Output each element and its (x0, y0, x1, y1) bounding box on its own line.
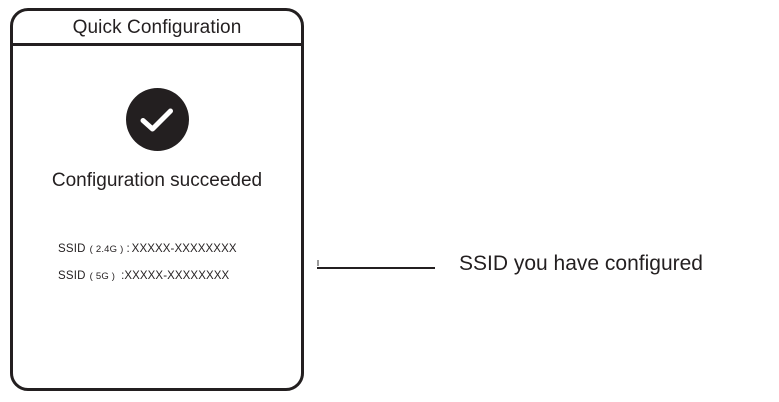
ssid-label: SSID (58, 243, 86, 255)
page-title: Quick Configuration (72, 16, 242, 38)
panel-body: Configuration succeeded SSID ( 2.4G ) : … (13, 46, 301, 388)
ssid-value-5g: XXXXX-XXXXXXXX (124, 269, 230, 282)
ssid-band-5g: ( 5G ) (89, 270, 116, 282)
ssid-separator: : (121, 269, 125, 282)
callout-label: SSID you have configured (459, 252, 703, 275)
callout-leader-tick (317, 260, 319, 266)
status-message: Configuration succeeded (51, 170, 263, 191)
status-icon-wrap (13, 88, 301, 151)
check-circle-icon (125, 88, 189, 151)
ssid-value-24g: XXXXX-XXXXXXXX (131, 243, 237, 255)
ssid-label: SSID (58, 269, 86, 282)
ssid-row-24g: SSID ( 2.4G ) : XXXXX-XXXXXXXX (58, 243, 291, 256)
quick-configuration-panel: Quick Configuration Configuration succee… (10, 8, 304, 391)
ssid-separator: : (126, 243, 130, 255)
ssid-row-5g: SSID ( 5G ) : XXXXX-XXXXXXXX (58, 269, 291, 283)
callout-leader-line (317, 267, 435, 269)
ssid-band-24g: ( 2.4G ) (89, 244, 124, 255)
panel-header: Quick Configuration (13, 11, 301, 46)
ssid-list: SSID ( 2.4G ) : XXXXX-XXXXXXXX SSID ( 5G… (58, 243, 291, 283)
